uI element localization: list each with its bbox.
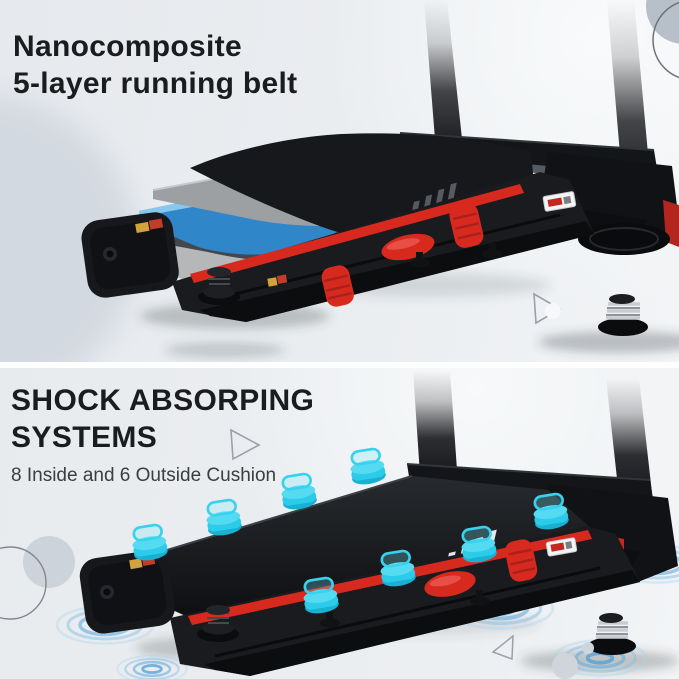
left-handrail-post: [424, 0, 463, 152]
endcap-warning-stripes: [135, 218, 164, 234]
shock-panel-title: SHOCK ABSORPING SYSTEMS 8 Inside and 6 O…: [11, 382, 314, 487]
bottom-small-circle: [582, 642, 594, 654]
red-cushions: [424, 539, 538, 597]
brand-sticker: [542, 191, 577, 212]
triangle-outline-decor-bottom: [491, 634, 514, 661]
shock-panel-illustration: [0, 370, 679, 679]
left-handrail-post: [413, 370, 457, 475]
bottom-filled-circle: [552, 653, 578, 679]
cushion-icon: [346, 446, 389, 488]
left-filled-circle: [23, 536, 75, 588]
triangle-outline-decor-top: [230, 428, 261, 461]
red-rail-stripe: [190, 184, 524, 283]
right-handrail-post: [606, 378, 652, 497]
belt-title-line2: 5-layer running belt: [13, 67, 298, 100]
shock-panel-subtitle: 8 Inside and 6 Outside Cushion: [11, 465, 277, 486]
front-endcap: [81, 212, 179, 298]
shock-absorbing-panel: SHOCK ABSORPING SYSTEMS 8 Inside and 6 O…: [0, 368, 679, 679]
shock-title-line2: SYSTEMS: [11, 421, 158, 454]
belt-title-line1: Nanocomposite: [13, 30, 242, 63]
warning-sticker-small: [267, 274, 288, 287]
white-dot-decor: [545, 303, 561, 319]
shock-title-line1: SHOCK ABSORPING: [11, 384, 315, 417]
adjustable-feet: [198, 243, 648, 336]
left-outline-circle: [0, 546, 47, 620]
corner-outline-circle: [652, 1, 679, 79]
corner-filled-circle: [646, 0, 679, 44]
belt-layers-panel: Nanocomposite 5-layer running belt: [0, 0, 679, 362]
front-endcap: [79, 550, 175, 634]
ripple-icon: [116, 654, 188, 679]
brand-sticker: [545, 537, 578, 557]
belt-panel-title: Nanocomposite 5-layer running belt: [13, 28, 297, 102]
adjustable-feet: [197, 590, 636, 655]
red-cushions: [321, 203, 484, 307]
belt-panel-illustration: [0, 0, 679, 362]
panel-divider: [0, 362, 679, 368]
